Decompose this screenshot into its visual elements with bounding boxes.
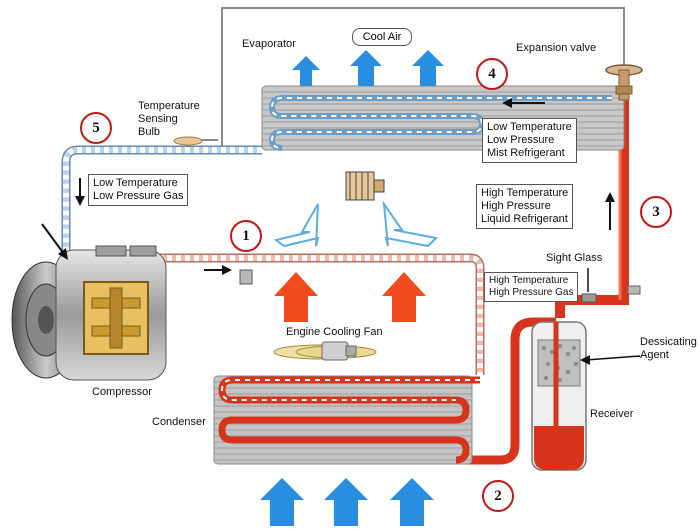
temperature-sensing-bulb-label: Temperature Sensing Bulb	[138, 100, 200, 138]
cool-air-label: Cool Air	[352, 28, 412, 46]
temperature-sensing-bulb	[173, 136, 203, 146]
discharge-flow-arrow	[204, 265, 232, 275]
evaporator-label: Evaporator	[242, 38, 296, 50]
liquid-flow-arrow	[605, 192, 615, 230]
compressor-label: Compressor	[92, 386, 152, 398]
service-valve	[239, 269, 253, 285]
engine-cooling-fan	[273, 341, 377, 361]
expansion-valve-label: Expansion valve	[516, 42, 597, 54]
blower-air-arrows	[273, 200, 439, 248]
step-3-marker: 3	[640, 196, 672, 228]
ram-air-arrows	[260, 478, 434, 526]
dessicating-agent-label: Dessicating Agent	[640, 336, 697, 361]
step-4-marker: 4	[476, 58, 508, 90]
cool-air-arrows	[292, 50, 444, 86]
receiver-label: Receiver	[590, 408, 634, 420]
condenser-label: Condenser	[152, 416, 206, 428]
compressor	[11, 245, 167, 381]
expansion-valve	[605, 64, 643, 101]
step-2-marker: 2	[482, 480, 514, 512]
engine-cooling-fan-label: Engine Cooling Fan	[286, 326, 383, 338]
dessicant-pointer	[580, 355, 641, 365]
evaporator-top-line	[221, 7, 625, 152]
step-5-marker: 5	[80, 112, 112, 144]
step-1-marker: 1	[230, 220, 262, 252]
fan-air-arrows	[274, 272, 426, 322]
high-pressure-gas-box: High Temperature High Pressure Gas	[484, 272, 579, 302]
sight-glass	[581, 293, 597, 303]
liquid-refrigerant-box: High Temperature High Pressure Liquid Re…	[476, 184, 574, 229]
blower-motor	[345, 171, 385, 201]
condenser	[213, 375, 480, 465]
liquid-line-out	[455, 317, 556, 465]
low-pressure-gas-box: Low Temperature Low Pressure Gas	[88, 174, 189, 206]
evaporator-flow-arrow	[502, 98, 545, 108]
sight-glass-label: Sight Glass	[546, 252, 603, 264]
receiver-drier	[531, 321, 587, 471]
suction-flow-arrow	[75, 178, 85, 206]
pressure-fitting	[627, 285, 641, 295]
intake-arrow	[41, 223, 68, 260]
mist-refrigerant-box: Low Temperature Low Pressure Mist Refrig…	[482, 118, 577, 163]
